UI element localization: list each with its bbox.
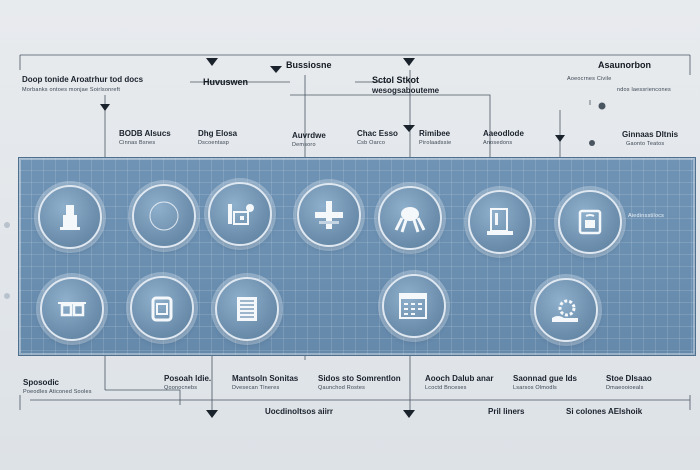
octopus-icon <box>394 207 426 233</box>
node-glasses[interactable] <box>40 277 104 341</box>
bottom-label-1: Sposodic <box>23 378 60 387</box>
node-empty[interactable] <box>132 184 196 248</box>
mid-label-5: Rimibee <box>419 129 451 138</box>
person-icon <box>60 205 80 230</box>
document-icon <box>487 208 513 235</box>
header-right-title: Asaunorbon <box>598 60 651 70</box>
node-padlock[interactable] <box>130 276 194 340</box>
device-icon <box>578 209 602 235</box>
empty-ring-icon <box>149 201 179 231</box>
mid-label-7: Ginnaas Dltnis <box>622 130 679 139</box>
footer-label-b: Pril liners <box>488 407 525 416</box>
mid-sub-6: Anosedons <box>483 140 513 146</box>
header-left-title: Doop tonide Aroatrhur tod docs <box>22 75 144 84</box>
mid-label-3: Auvrdwe <box>292 131 326 140</box>
padlock-icon <box>151 296 173 322</box>
header-center-c: Sctol Stkot <box>372 75 420 85</box>
node-notebook[interactable] <box>215 277 279 341</box>
bottom-label-7: Stoe Dlsaao <box>606 374 652 383</box>
mid-sub-5: Pirolaadssie <box>419 140 452 146</box>
notebook-icon <box>237 297 257 321</box>
node-tools[interactable] <box>208 182 272 246</box>
mid-sub-1: Cinnas Bsnes <box>119 140 156 146</box>
mid-sub-4: Csb Oarco <box>357 140 386 146</box>
node-calendar[interactable] <box>382 274 446 338</box>
header-center-c2: wesogsabouteme <box>372 86 440 95</box>
bottom-sub-1: Poeodles Aticoned Sooles <box>23 389 92 395</box>
gear-hand-icon <box>552 299 578 322</box>
node-document[interactable] <box>468 190 532 254</box>
node-cross[interactable] <box>297 183 361 247</box>
mid-sub-7: Gaonto Teatos <box>626 141 665 147</box>
mid-sub-3: Demsoro <box>292 142 316 148</box>
bottom-sub-6: Lsarsos Olmodls <box>513 385 557 391</box>
bottom-label-4: Sidos sto Somrentlon <box>318 374 401 383</box>
process-panel <box>18 157 696 356</box>
bottom-sub-7: Dmaeooioeals <box>606 385 644 391</box>
node-device[interactable] <box>558 190 622 254</box>
node-gear-hand[interactable] <box>534 278 598 342</box>
bottom-label-5: Aooch Dalub anar <box>425 374 494 383</box>
bottom-label-6: Saonnad gue Ids <box>513 374 578 383</box>
header-center-b: Bussiosne <box>286 60 332 70</box>
header-right-sub-a: Aoeocrnes Civile <box>567 76 612 82</box>
node-octopus[interactable] <box>378 186 442 250</box>
bottom-sub-2: Qoonocnebs <box>164 385 198 391</box>
header-center-a: Huvuswen <box>203 77 249 87</box>
side-label: Aiedinsstilocs <box>628 213 665 219</box>
mid-label-2: Dhg Elosa <box>198 129 238 138</box>
mid-sub-2: Dscoentasp <box>198 140 230 146</box>
calendar-icon <box>399 293 427 319</box>
cross-icon <box>315 201 343 229</box>
bottom-sub-5: Lcoctd Bnceses <box>425 385 467 391</box>
header-left-sub: Morbanks ontoes monjae Soirlsonreft <box>22 87 121 93</box>
bottom-label-3: Mantsoln Sonitas <box>232 374 299 383</box>
mid-label-4: Chac Esso <box>357 129 398 138</box>
bottom-sub-3: Dvesecan Tlneres <box>232 385 280 391</box>
bottom-label-2: Posoah ldie. <box>164 374 212 383</box>
header-right-sub-b: ndos laessriencones <box>617 87 671 93</box>
mid-label-1: BODB AIsucs <box>119 129 171 138</box>
footer-label-a: Uocdinoltsos aiirr <box>265 407 334 416</box>
tools-icon <box>228 204 254 225</box>
node-person[interactable] <box>38 185 102 249</box>
mid-label-6: Aaeodlode <box>483 129 524 138</box>
glasses-icon <box>58 302 86 317</box>
footer-label-c: Si colones AElshoik <box>566 407 643 416</box>
bottom-sub-4: Qaunchod Rostes <box>318 385 366 391</box>
